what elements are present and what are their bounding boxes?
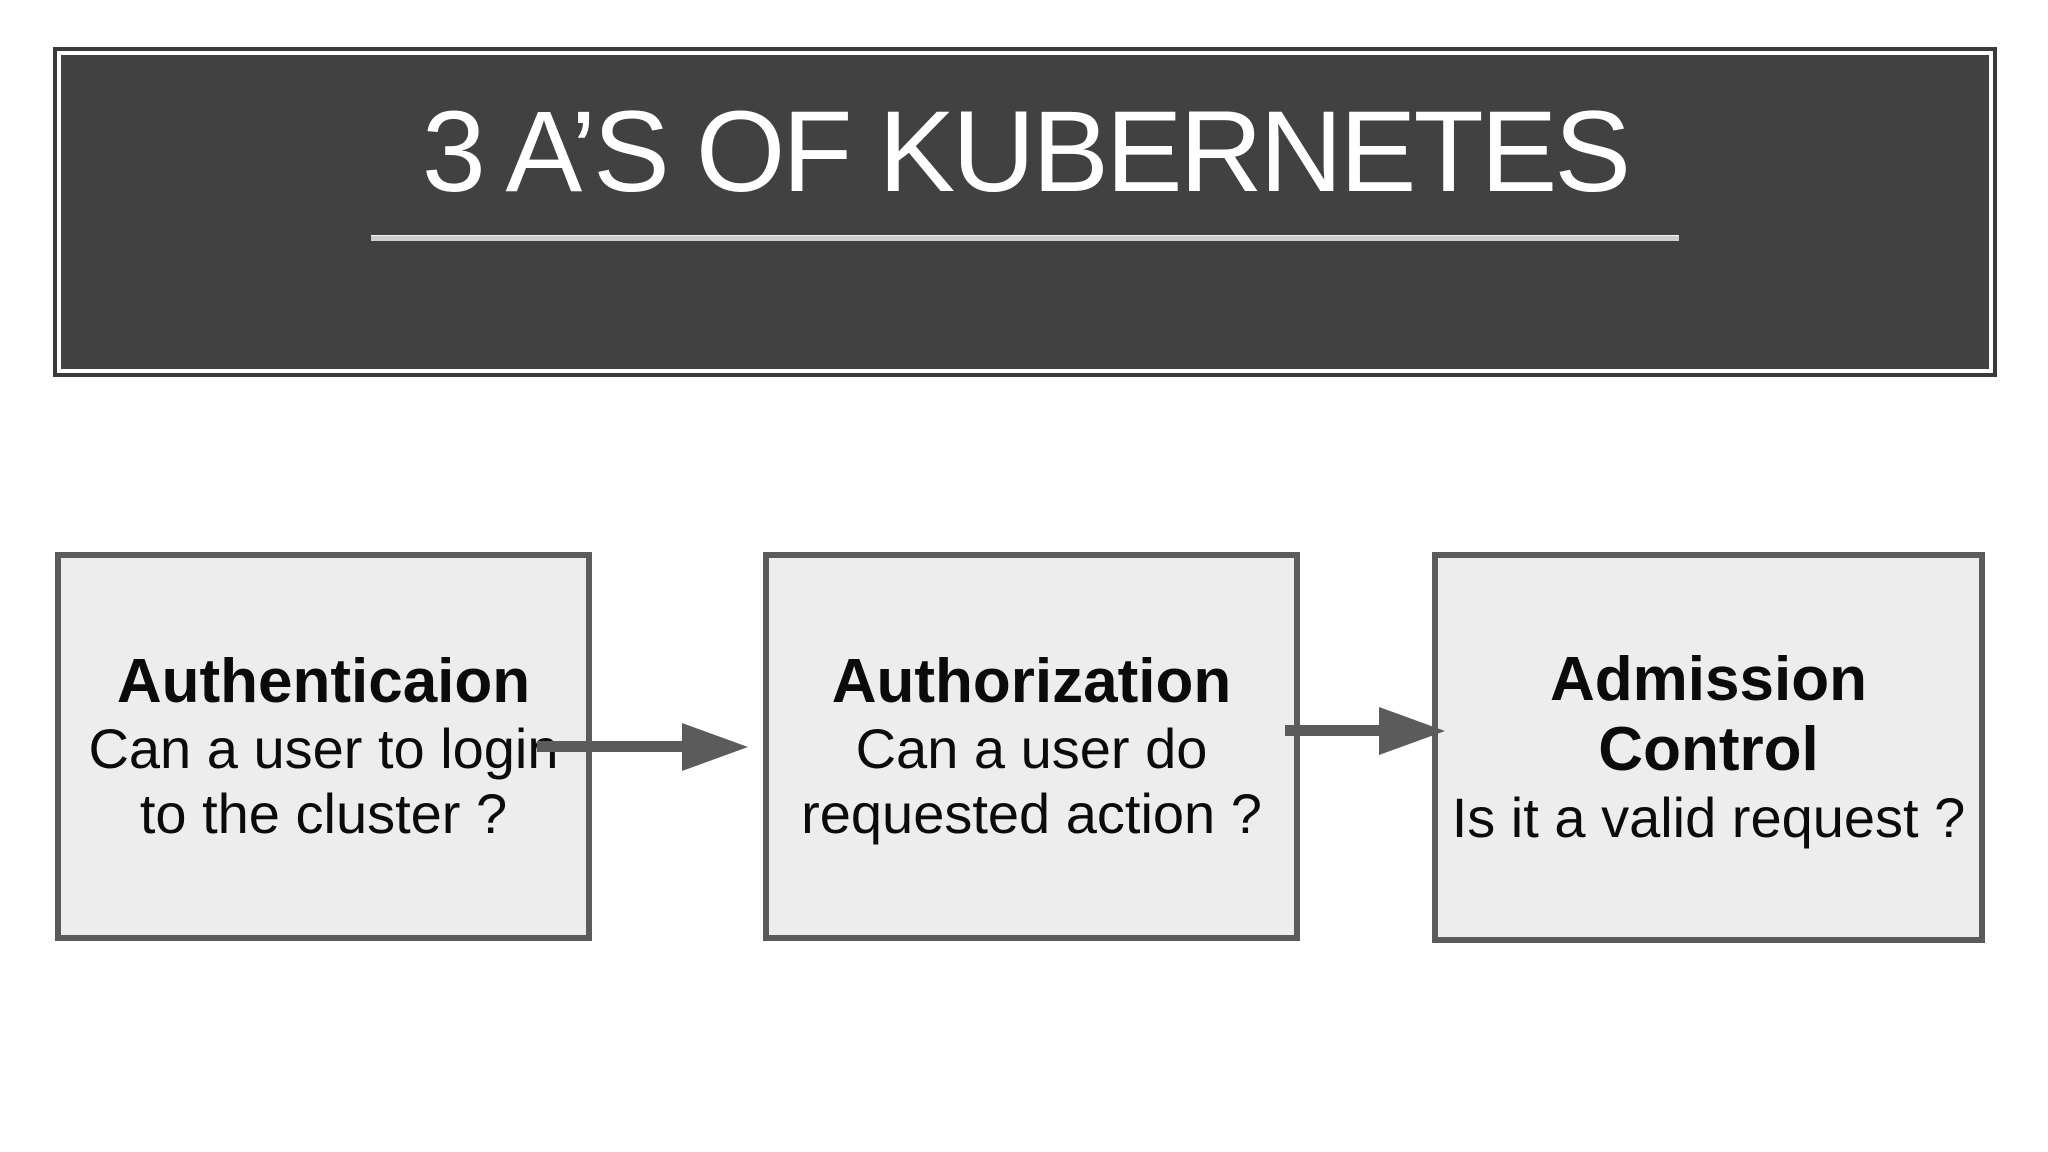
admission-control-title-line-1: Admission bbox=[1550, 644, 1867, 714]
admission-control-title-line-2: Control bbox=[1598, 715, 1819, 785]
authentication-box: Authenticaion Can a user to login to the… bbox=[55, 552, 592, 941]
admission-control-body-line-1: Is it a valid request ? bbox=[1451, 785, 1966, 849]
authentication-box-content: Authenticaion Can a user to login to the… bbox=[88, 647, 558, 846]
admission-control-box-body: Is it a valid request ? bbox=[1452, 786, 1966, 850]
arrow-right-icon bbox=[1285, 707, 1445, 755]
admission-control-box-title: Admission Control bbox=[1452, 645, 1966, 786]
title-banner: 3 A’S OF KUBERNETES bbox=[53, 47, 1997, 377]
authorization-box-body: Can a user do requested action ? bbox=[801, 717, 1262, 846]
title-banner-inner: 3 A’S OF KUBERNETES bbox=[61, 55, 1989, 369]
authentication-body-line-2: to the cluster ? bbox=[139, 781, 508, 845]
slide-title: 3 A’S OF KUBERNETES bbox=[421, 88, 1631, 216]
authentication-body-line-1: Can a user to login bbox=[88, 717, 559, 781]
arrow-right-icon bbox=[537, 723, 748, 771]
admission-control-box: Admission Control Is it a valid request … bbox=[1432, 552, 1985, 943]
admission-control-box-content: Admission Control Is it a valid request … bbox=[1452, 645, 1966, 851]
authorization-body-line-2: requested action ? bbox=[801, 781, 1262, 845]
authentication-box-body: Can a user to login to the cluster ? bbox=[88, 717, 558, 846]
authorization-box-content: Authorization Can a user do requested ac… bbox=[801, 647, 1262, 846]
authorization-title-line: Authorization bbox=[831, 646, 1232, 716]
title-underline bbox=[371, 235, 1679, 241]
authorization-body-line-1: Can a user do bbox=[855, 717, 1208, 781]
authentication-box-title: Authenticaion bbox=[88, 647, 558, 718]
authorization-box-title: Authorization bbox=[801, 647, 1262, 718]
authorization-box: Authorization Can a user do requested ac… bbox=[763, 552, 1300, 941]
authentication-title-line: Authenticaion bbox=[116, 646, 531, 716]
